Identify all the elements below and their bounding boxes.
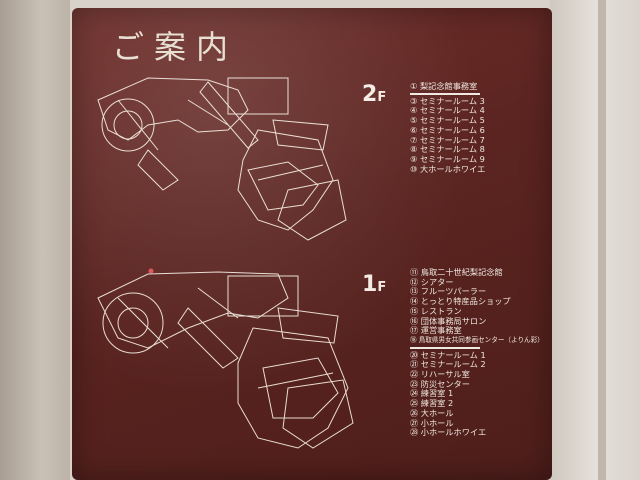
room-list-item: ㉑ セミナールーム 2 bbox=[410, 359, 486, 370]
room-list-item: ④ セミナールーム 4 bbox=[410, 105, 485, 116]
floor-1-number: 1 bbox=[362, 272, 378, 297]
floor-1-suffix: F bbox=[377, 280, 387, 295]
floor-2-suffix: F bbox=[377, 90, 387, 105]
room-list-item: ⑧ セミナールーム 8 bbox=[410, 144, 485, 155]
room-list-item: ⑪ 鳥取二十世紀梨記念館 bbox=[410, 267, 503, 277]
room-list-item: ⑬ フルーツパーラー bbox=[410, 286, 487, 297]
room-list-2f: ① 梨記念館事務室 ③ セミナールーム 3 ④ セミナールーム 4 ⑤ セミナー… bbox=[410, 81, 486, 174]
room-list-item: ③ セミナールーム 3 bbox=[410, 95, 485, 106]
floor-label-2f: 2F bbox=[362, 82, 386, 107]
legend-separator bbox=[410, 346, 480, 349]
wall-right bbox=[550, 0, 640, 480]
room-list-item: ① 梨記念館事務室 bbox=[410, 81, 478, 91]
room-list-item: ㉔ 練習室 1 bbox=[410, 388, 454, 399]
room-list-item: ㉒ リハーサル室 bbox=[410, 369, 470, 380]
room-list-1f: ⑪ 鳥取二十世紀梨記念館 ⑫ シアター ⑬ フルーツパーラー ⑭ とっとり特産品… bbox=[410, 267, 544, 438]
room-list-item: ⑨ セミナールーム 9 bbox=[410, 153, 485, 164]
room-list-item: ⑯ 団体事務局サロン bbox=[410, 315, 487, 326]
floor-label-1f: 1F bbox=[362, 272, 386, 297]
guide-sign-board bbox=[72, 8, 552, 480]
floor-2-number: 2 bbox=[362, 82, 378, 107]
room-list-item: ⑰ 運営事務室 bbox=[410, 325, 462, 336]
room-list-item: ⑫ シアター bbox=[410, 276, 454, 287]
room-list-item: ⑳ セミナールーム 1 bbox=[410, 349, 486, 360]
room-list-item: ⑩ 大ホールホワイエ bbox=[410, 163, 486, 174]
floor-plan-1f bbox=[97, 268, 354, 449]
room-list-item: ㉘ 小ホールホワイエ bbox=[410, 427, 487, 438]
room-list-item: ㉗ 小ホール bbox=[410, 417, 454, 428]
legend-separator bbox=[410, 92, 480, 95]
sign-title: ご案内 bbox=[112, 28, 239, 66]
room-list-item: ⑮ レストラン bbox=[410, 305, 462, 316]
room-list-item: ⑭ とっとり特産品ショップ bbox=[410, 296, 511, 307]
room-list-item: ㉖ 大ホール bbox=[410, 407, 454, 418]
wall-left bbox=[0, 0, 70, 480]
floor-plan-2f bbox=[97, 77, 347, 241]
room-list-item: ㉓ 防災センター bbox=[410, 378, 470, 389]
room-list-item: ㉕ 練習室 2 bbox=[410, 398, 454, 409]
wall-edge bbox=[598, 0, 606, 480]
room-list-item: ⑥ セミナールーム 6 bbox=[410, 124, 485, 135]
room-list-item: ⑱ 鳥取県男女共同参画センター（よりん彩） bbox=[410, 335, 544, 344]
room-list-item: ⑦ セミナールーム 7 bbox=[410, 134, 485, 145]
room-list-item: ⑤ セミナールーム 5 bbox=[410, 115, 485, 126]
